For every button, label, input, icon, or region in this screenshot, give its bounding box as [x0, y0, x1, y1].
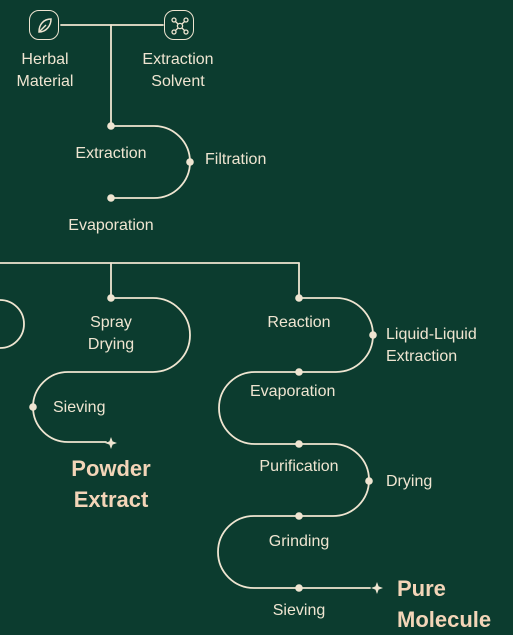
powder-curve: [32, 297, 191, 443]
herbal-material-label: Herbal Material: [17, 49, 74, 93]
leaf-icon: [29, 10, 59, 40]
spray-line2: Drying: [87, 336, 135, 353]
step-molecule-evaporation: Evaporation: [250, 383, 336, 400]
step-purification: Purification: [259, 458, 339, 475]
step-drying: Drying: [386, 473, 433, 490]
step-grinding: Grinding: [268, 533, 330, 550]
powder-line2: Extract: [73, 487, 149, 512]
step-molecule-sieving: Sieving: [272, 602, 326, 619]
solvent-line1: Extraction: [142, 51, 214, 68]
powder-line1: Powder: [71, 456, 151, 481]
molecule-icon: [164, 10, 194, 40]
step-dots: [29, 122, 377, 592]
powder-end-star-icon: [105, 437, 117, 449]
molecule-end-star-icon: [371, 582, 383, 594]
lle-line2: Extraction: [386, 348, 458, 365]
step-spray-drying: Spray Drying: [88, 312, 134, 356]
pure-line1: Pure: [397, 576, 446, 601]
step-extraction: Extraction: [75, 145, 147, 162]
step-liquid-liquid-extraction: Liquid-Liquid Extraction: [386, 324, 477, 368]
herbal-line2: Material: [16, 73, 74, 90]
step-evaporation: Evaporation: [68, 217, 154, 234]
herbal-line1: Herbal: [21, 51, 69, 68]
molecule-curve: [217, 297, 374, 589]
result-pure-molecule: Pure Molecule: [397, 573, 491, 635]
lle-line1: Liquid-Liquid: [386, 326, 477, 343]
step-powder-sieving: Sieving: [53, 399, 106, 416]
left-branch-arc: [0, 299, 25, 349]
pure-line2: Molecule: [397, 607, 492, 632]
extraction-solvent-label: Extraction Solvent: [142, 49, 213, 93]
result-powder-extract: Powder Extract: [71, 453, 150, 515]
step-filtration: Filtration: [205, 151, 267, 168]
solvent-line2: Solvent: [151, 73, 205, 90]
spray-line1: Spray: [90, 314, 132, 331]
step-reaction: Reaction: [267, 314, 331, 331]
